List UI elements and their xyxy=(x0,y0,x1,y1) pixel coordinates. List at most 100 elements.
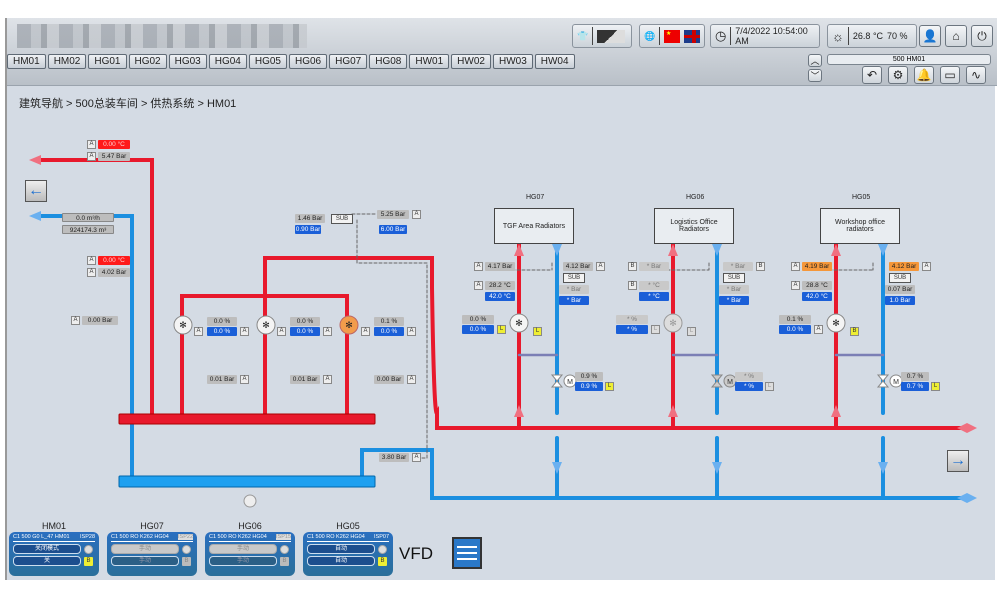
nav-tab-hw04[interactable]: HW04 xyxy=(534,54,575,69)
pump-setpoint[interactable]: 0.0 % xyxy=(462,325,494,334)
return-temp[interactable]: 0.00 °C xyxy=(98,256,130,265)
temp-setpoint[interactable]: 42.0 °C xyxy=(802,292,832,301)
mode-select-button[interactable]: 手动 xyxy=(209,544,277,554)
valve-actual[interactable]: 0.7 % xyxy=(901,372,929,381)
auto-badge: A xyxy=(194,327,203,336)
valve-setpoint[interactable]: * % xyxy=(735,382,763,391)
supply-pressure[interactable]: 4.17 Bar xyxy=(485,262,515,271)
supply-temp[interactable]: 28.8 °C xyxy=(802,281,832,290)
radiator-box[interactable]: Logistics Office Radiators xyxy=(654,208,734,244)
valve-setpoint[interactable]: 0.9 % xyxy=(575,382,603,391)
mode-state-button[interactable]: 自动 xyxy=(307,556,375,566)
nav-tab-hg06[interactable]: HG06 xyxy=(289,54,328,69)
flag-cn-icon[interactable] xyxy=(664,29,680,43)
scroll-up-button[interactable]: ︿ xyxy=(808,54,822,67)
radiator-box[interactable]: Workshop office radiators xyxy=(820,208,900,244)
navigate-back-button[interactable]: ← xyxy=(25,180,47,202)
supply-pressure[interactable]: 4.19 Bar xyxy=(802,262,832,271)
mode-select-button[interactable]: 关闭模式 xyxy=(13,544,81,554)
nav-tab-hg08[interactable]: HG08 xyxy=(369,54,408,69)
pump-loop-pipes xyxy=(180,256,969,430)
nav-tab-hg01[interactable]: HG01 xyxy=(88,54,127,69)
vfd-label: VFD xyxy=(399,544,433,563)
globe-icon[interactable]: 🌐 xyxy=(644,30,656,41)
supply-temp[interactable]: * °C xyxy=(639,281,669,290)
dp-setpoint[interactable]: * Bar xyxy=(559,296,589,305)
station-label: 500 HM01 xyxy=(827,54,991,65)
temp-setpoint[interactable]: * °C xyxy=(639,292,669,301)
supply-pressure[interactable]: 5.47 Bar xyxy=(98,152,130,161)
mode-state-button[interactable]: 手动 xyxy=(111,556,179,566)
power-button[interactable]: ⏻ xyxy=(971,25,993,47)
sub-right-pressure[interactable]: 5.25 Bar xyxy=(377,210,409,219)
pump-pressure[interactable]: 0.01 Bar xyxy=(290,375,320,384)
message-button[interactable]: ▭ xyxy=(940,66,960,84)
alarm-button[interactable]: 🔔 xyxy=(914,66,934,84)
supply-temp[interactable]: 0.00 °C xyxy=(98,140,130,149)
vfd-button[interactable] xyxy=(452,537,482,569)
dp-setpoint[interactable]: 1.0 Bar xyxy=(885,296,915,305)
pump-actual[interactable]: * % xyxy=(616,315,648,324)
diff-pressure[interactable]: * Bar xyxy=(559,285,589,294)
supply-temp[interactable]: 28.2 °C xyxy=(485,281,515,290)
sub-right-setpoint[interactable]: 6.00 Bar xyxy=(379,225,407,234)
pump-actual[interactable]: 0.0 % xyxy=(207,317,237,326)
nav-tab-hg05[interactable]: HG05 xyxy=(248,54,287,69)
return-pressure[interactable]: * Bar xyxy=(723,262,753,271)
diff-pressure[interactable]: 0.07 Bar xyxy=(885,285,915,294)
radiator-box[interactable]: TGF Area Radiators xyxy=(494,208,574,244)
pump-setpoint[interactable]: 0.0 % xyxy=(290,327,320,336)
pump-actual[interactable]: 0.1 % xyxy=(779,315,811,324)
pump-setpoint[interactable]: 0.0 % xyxy=(779,325,811,334)
pump-pressure[interactable]: 0.01 Bar xyxy=(207,375,237,384)
shirt-icon[interactable]: 👕 xyxy=(577,30,589,41)
pump-pressure[interactable]: 0.00 Bar xyxy=(374,375,404,384)
pump-actual[interactable]: 0.1 % xyxy=(374,317,404,326)
mode-state-button[interactable]: 关 xyxy=(13,556,81,566)
user-button[interactable]: 👤 xyxy=(919,25,941,47)
sub-left-pressure[interactable]: 1.46 Bar xyxy=(295,214,325,223)
scroll-down-button[interactable]: ﹀ xyxy=(808,69,822,82)
theme-icon[interactable] xyxy=(597,29,626,43)
pump-actual[interactable]: 0.0 % xyxy=(290,317,320,326)
pump-setpoint[interactable]: 0.0 % xyxy=(207,327,237,336)
flow-rate[interactable]: 0.0 m³/h xyxy=(62,213,114,222)
mode-state-button[interactable]: 手动 xyxy=(209,556,277,566)
pump-setpoint[interactable]: * % xyxy=(616,325,648,334)
nav-tab-hm02[interactable]: HM02 xyxy=(47,54,87,69)
dp-setpoint[interactable]: * Bar xyxy=(719,296,749,305)
pump-setpoint[interactable]: 0.0 % xyxy=(374,327,404,336)
nav-tab-hw02[interactable]: HW02 xyxy=(451,54,491,69)
group-button[interactable]: ⚙ xyxy=(888,66,908,84)
nav-tab-hm01[interactable]: HM01 xyxy=(7,54,46,69)
nav-tab-hg03[interactable]: HG03 xyxy=(168,54,207,69)
supply-pressure[interactable]: * Bar xyxy=(639,262,669,271)
valve-setpoint[interactable]: 0.7 % xyxy=(901,382,929,391)
home-button[interactable]: ⌂ xyxy=(945,25,967,47)
return-pressure[interactable]: 4.02 Bar xyxy=(98,268,130,277)
trend-button[interactable]: ∿ xyxy=(966,66,986,84)
diff-pressure[interactable]: * Bar xyxy=(719,285,749,294)
mode-select-button[interactable]: 手动 xyxy=(111,544,179,554)
nav-tab-hw03[interactable]: HW03 xyxy=(492,54,533,69)
sub-left-setpoint[interactable]: 0.90 Bar xyxy=(295,225,321,234)
navigate-forward-button[interactable]: → xyxy=(947,450,969,472)
valve-actual[interactable]: 0.9 % xyxy=(575,372,603,381)
nav-tab-hg04[interactable]: HG04 xyxy=(208,54,247,69)
pump-actual[interactable]: 0.0 % xyxy=(462,315,494,324)
flag-uk-icon[interactable] xyxy=(684,29,700,43)
mode-select-button[interactable]: 自动 xyxy=(307,544,375,554)
valve-actual[interactable]: * % xyxy=(735,372,763,381)
arrow-right-icon: → xyxy=(950,452,966,469)
return-pressure[interactable]: 4.12 Bar xyxy=(563,262,593,271)
nav-tab-hg02[interactable]: HG02 xyxy=(128,54,167,69)
nav-tab-hg07[interactable]: HG07 xyxy=(329,54,368,69)
nav-tab-hw01[interactable]: HW01 xyxy=(409,54,450,69)
return-pressure[interactable]: 4.12 Bar xyxy=(889,262,919,271)
temp-setpoint[interactable]: 42.0 °C xyxy=(485,292,515,301)
back-button[interactable]: ↶ xyxy=(862,66,882,84)
diff-pressure[interactable]: 0.00 Bar xyxy=(82,316,118,325)
language-group: 🌐 xyxy=(639,24,705,48)
flow-volume[interactable]: 924174.3 m³ xyxy=(62,225,114,234)
return-header-pressure[interactable]: 3.80 Bar xyxy=(379,453,409,462)
